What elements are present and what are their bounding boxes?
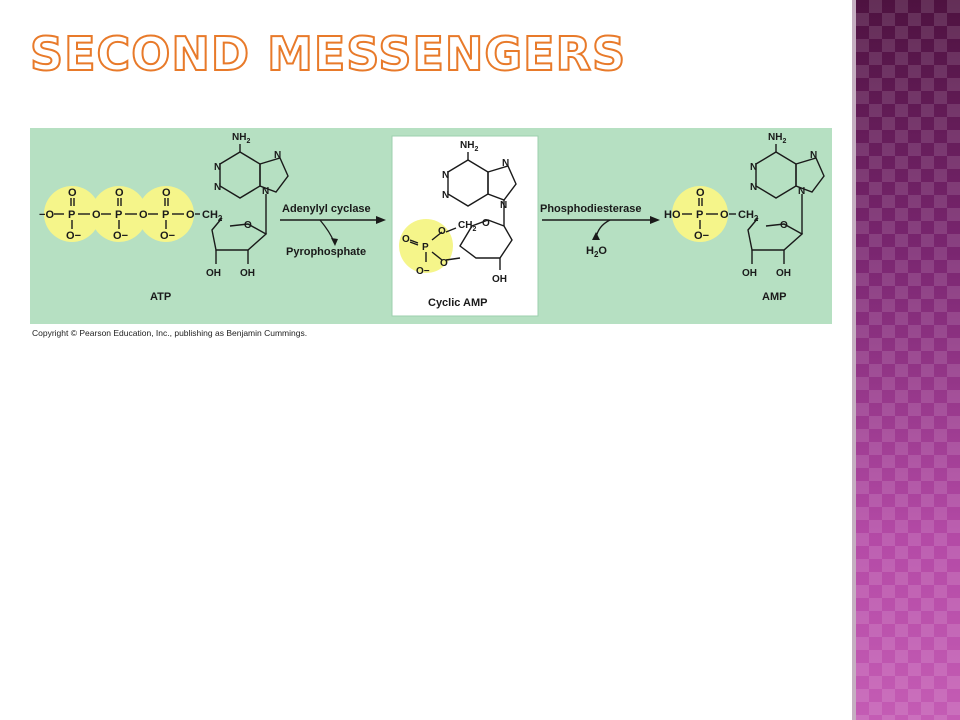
svg-text:N: N — [442, 170, 449, 181]
slide-title: Second Messengers — [29, 27, 627, 81]
reaction-svg: −O P O O− O P O O− O P O O− O CH2 — [30, 128, 832, 324]
copyright-notice: Copyright © Pearson Education, Inc., pub… — [32, 328, 308, 338]
svg-text:O: O — [186, 209, 195, 221]
svg-text:P: P — [115, 209, 122, 221]
svg-text:P: P — [696, 209, 703, 221]
adenylyl-cyclase-arrow: Adenylyl cyclase Pyrophosphate — [280, 203, 386, 258]
atom-p: P — [68, 209, 75, 221]
cyclic-amp-label: Cyclic AMP — [428, 297, 488, 309]
svg-text:N: N — [500, 200, 507, 211]
svg-text:O: O — [244, 220, 252, 231]
amp-molecule: HO P O O− O CH2 NH2 N N N N O OH OH A — [664, 132, 825, 303]
water-label: H2O — [586, 245, 607, 259]
svg-text:O: O — [162, 187, 171, 199]
svg-text:O−: O− — [416, 266, 430, 277]
svg-text:N: N — [274, 150, 281, 161]
svg-text:N: N — [214, 162, 221, 173]
svg-text:O: O — [438, 226, 446, 237]
svg-text:OH: OH — [240, 268, 255, 279]
svg-text:N: N — [442, 190, 449, 201]
atp-molecule: −O P O O− O P O O− O P O O− O CH2 — [39, 132, 289, 303]
svg-text:O−: O− — [113, 230, 128, 242]
camp-reaction-diagram: −O P O O− O P O O− O P O O− O CH2 — [30, 128, 832, 324]
svg-text:O−: O− — [160, 230, 175, 242]
svg-text:OH: OH — [776, 268, 791, 279]
pyrophosphate-label: Pyrophosphate — [286, 246, 366, 258]
svg-text:N: N — [798, 186, 805, 197]
svg-text:O: O — [115, 187, 124, 199]
decorative-sidebar — [856, 0, 960, 720]
svg-text:O: O — [440, 258, 448, 269]
svg-text:N: N — [214, 182, 221, 193]
svg-text:HO: HO — [664, 209, 681, 221]
svg-text:CH2: CH2 — [202, 209, 223, 223]
svg-text:O−: O− — [66, 230, 81, 242]
svg-text:O: O — [139, 209, 148, 221]
svg-text:N: N — [502, 158, 509, 169]
svg-text:O: O — [402, 234, 410, 245]
amp-phosphate — [672, 186, 728, 242]
svg-text:OH: OH — [492, 274, 507, 285]
atp-phosphate-gamma — [44, 186, 100, 242]
svg-text:P: P — [422, 242, 429, 253]
cyclic-amp-molecule: NH2 N N N N CH2 O OH O P O O O− Cyclic A… — [399, 140, 517, 309]
enzyme2-label: Phosphodiesterase — [540, 203, 641, 215]
svg-text:O: O — [482, 218, 490, 229]
amp-label: AMP — [762, 291, 786, 303]
svg-text:P: P — [162, 209, 169, 221]
svg-text:O: O — [696, 187, 705, 199]
svg-text:N: N — [262, 186, 269, 197]
svg-text:N: N — [750, 162, 757, 173]
atp-label: ATP — [150, 291, 171, 303]
svg-text:CH2: CH2 — [738, 209, 759, 223]
atp-phosphate-beta — [91, 186, 147, 242]
enzyme1-label: Adenylyl cyclase — [282, 203, 371, 215]
svg-text:OH: OH — [206, 268, 221, 279]
svg-text:CH2: CH2 — [458, 220, 476, 233]
svg-text:NH2: NH2 — [768, 132, 786, 145]
atp-phosphate-alpha — [138, 186, 194, 242]
phosphodiesterase-arrow: Phosphodiesterase H2O — [540, 203, 660, 259]
svg-text:O−: O− — [694, 230, 709, 242]
svg-text:O: O — [720, 209, 729, 221]
svg-text:−O: −O — [39, 209, 54, 221]
svg-text:O: O — [68, 187, 77, 199]
svg-text:OH: OH — [742, 268, 757, 279]
svg-text:O: O — [780, 220, 788, 231]
svg-text:NH2: NH2 — [460, 140, 478, 153]
svg-text:N: N — [810, 150, 817, 161]
svg-text:N: N — [750, 182, 757, 193]
svg-text:NH2: NH2 — [232, 132, 250, 145]
svg-text:O: O — [92, 209, 101, 221]
camp-phosphate — [399, 219, 453, 273]
sidebar-edge — [852, 0, 856, 720]
